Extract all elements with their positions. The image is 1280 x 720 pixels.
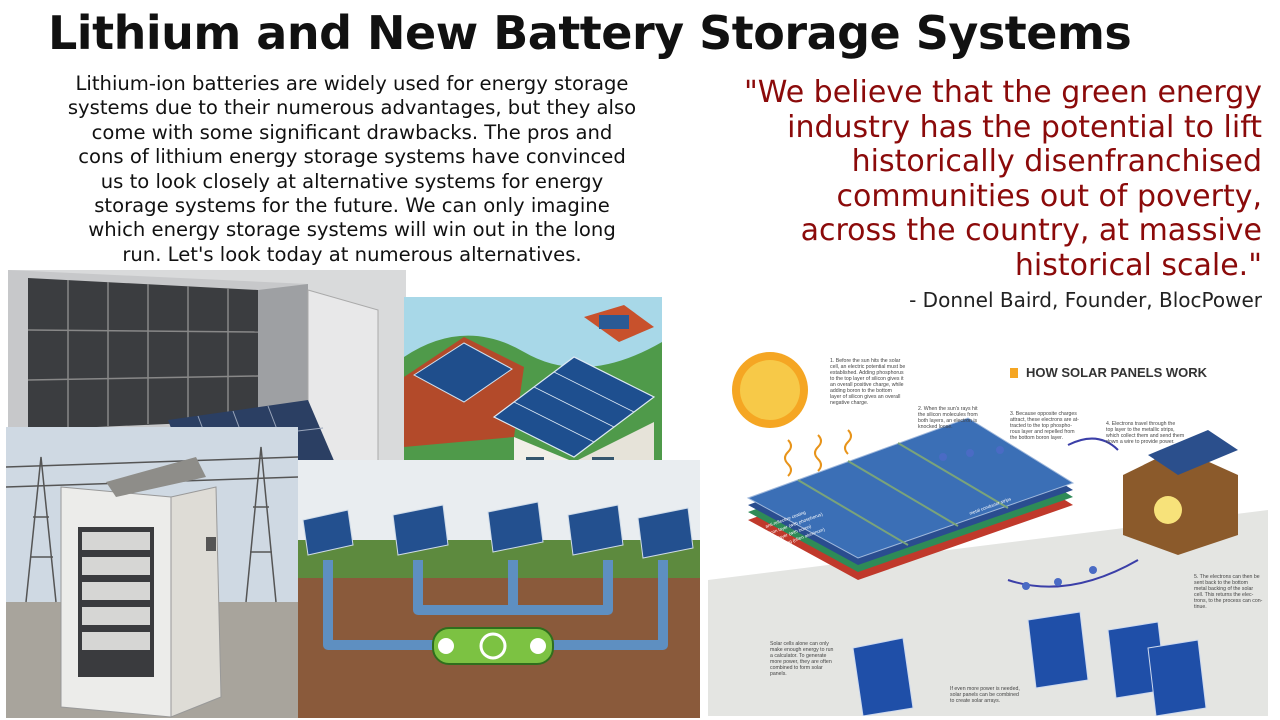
svg-text:metal backing of the solar: metal backing of the solar [1194,586,1253,592]
intro-line: us to look closely at alternative system… [100,169,604,193]
container-storage-photo [8,270,406,520]
solar-array-note: If even more power is needed,solar panel… [950,686,1020,704]
svg-text:the bottom boron layer.: the bottom boron layer. [1010,435,1063,441]
svg-text:a calculator. To generate: a calculator. To generate [770,653,827,659]
svg-text:the silicon molecules from: the silicon molecules from [918,412,978,418]
svg-text:adding boron to the bottom: adding boron to the bottom [830,388,892,394]
svg-text:combined to form solar: combined to form solar [770,665,823,671]
svg-text:top layer to the metallic stri: top layer to the metallic strips, [1106,427,1175,433]
infographic-heading: HOW SOLAR PANELS WORK [1026,365,1208,380]
quote-line: historically disenfranchised [851,144,1262,180]
svg-text:rous layer and repelled from: rous layer and repelled from [1010,429,1075,435]
svg-text:an overall positive charge, wh: an overall positive charge, while [830,382,904,388]
intro-line: run. Let's look today at numerous altern… [122,242,582,266]
svg-text:to the top layer of silicon gi: to the top layer of silicon gives it [830,376,904,382]
svg-text:make enough energy to run: make enough energy to run [770,647,834,653]
svg-text:trons, to the process can con-: trons, to the process can con- [1194,598,1263,604]
svg-text:2. When the sun's rays hit: 2. When the sun's rays hit [918,406,978,412]
svg-text:panels.: panels. [770,671,787,677]
svg-text:5. The electrons can then be: 5. The electrons can then be [1194,574,1260,580]
svg-text:1. Before the sun hits the sol: 1. Before the sun hits the solar [830,358,901,364]
svg-text:solar panels can be combined: solar panels can be combined [950,692,1019,698]
svg-text:tracted to the top phospho-: tracted to the top phospho- [1010,423,1072,429]
intro-line: Lithium-ion batteries are widely used fo… [75,72,629,95]
intro-line: come with some significant drawbacks. Th… [91,120,613,144]
quote-block: "We believe that the green energy indust… [670,75,1263,284]
svg-text:cell, an electric potential mu: cell, an electric potential must be [830,364,905,370]
svg-text:established. Adding phosphorus: established. Adding phosphorus [830,370,904,376]
intro-line: cons of lithium energy storage systems h… [78,145,626,169]
svg-text:negative charge.: negative charge. [830,400,868,406]
svg-text:to create solar arrays.: to create solar arrays. [950,698,1000,704]
svg-text:down a wire to provide power.: down a wire to provide power. [1106,439,1175,445]
svg-text:both layers, an electron is: both layers, an electron is [918,418,978,424]
quote-line: industry has the potential to lift [787,109,1262,145]
solar-panel-infographic: HOW SOLAR PANELS WORK 1. Before the sun … [708,330,1268,716]
svg-text:knocked loose.: knocked loose. [918,424,953,430]
battery-cabinet-photo [6,427,298,718]
intro-line: storage systems for the future. We can o… [94,194,610,218]
heading-accent [1010,368,1018,378]
svg-text:which collect them and send th: which collect them and send them [1106,433,1184,439]
intro-line: systems due to their numerous advantages… [67,96,637,120]
svg-text:Solar cells alone can only: Solar cells alone can only [770,641,829,647]
svg-text:cell. This returns the elec-: cell. This returns the elec- [1194,592,1254,598]
svg-text:If even more power is needed,: If even more power is needed, [950,686,1020,692]
page-title: Lithium and New Battery Storage Systems [48,6,1132,60]
quote-line: "We believe that the green energy [743,75,1262,110]
svg-text:tinue.: tinue. [1194,604,1207,610]
underground-battery-illustration [298,460,700,718]
quote-line: communities out of poverty, [836,178,1263,214]
svg-text:more power, they are often: more power, they are often [770,659,832,665]
quote-attribution: - Donnel Baird, Founder, BlocPower [909,288,1262,312]
quote-line: historical scale." [1014,247,1262,283]
svg-text:4. Electrons travel through th: 4. Electrons travel through the [1106,421,1175,427]
svg-text:attract, these electrons are a: attract, these electrons are at- [1010,417,1079,423]
svg-text:sent back to the bottom: sent back to the bottom [1194,580,1248,586]
svg-text:3. Because opposite charges: 3. Because opposite charges [1010,411,1077,417]
intro-paragraph: Lithium-ion batteries are widely used fo… [28,72,676,267]
svg-text:layer of silicon gives an over: layer of silicon gives an overall [830,394,900,400]
quote-line: across the country, at massive [800,213,1262,249]
intro-line: which energy storage systems will win ou… [88,218,616,242]
